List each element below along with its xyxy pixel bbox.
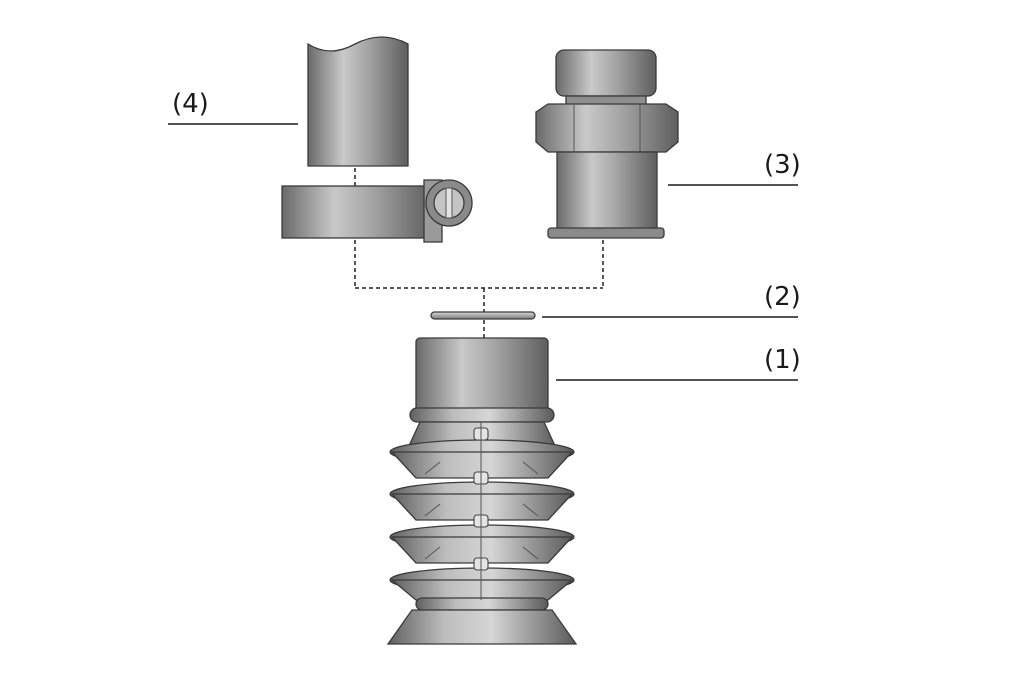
callout-4: (4) bbox=[168, 89, 298, 125]
bellow-fold-2 bbox=[389, 481, 575, 521]
callout-3: (3) bbox=[668, 150, 801, 186]
fitting-flange bbox=[547, 227, 665, 239]
fitting-cap bbox=[555, 49, 657, 97]
callout-label-4: (4) bbox=[172, 89, 209, 119]
callout-label-1: (1) bbox=[764, 345, 801, 375]
callout-label-2: (2) bbox=[764, 282, 801, 312]
assembly-guide-lines bbox=[354, 168, 604, 338]
part-2-seal-ring bbox=[430, 311, 536, 320]
fitting-body bbox=[556, 151, 658, 231]
callout-1: (1) bbox=[556, 345, 801, 381]
hex-nut bbox=[535, 103, 679, 153]
part-4-tube-clamp bbox=[281, 36, 473, 243]
callout-2: (2) bbox=[542, 282, 801, 318]
callout-label-3: (3) bbox=[764, 150, 801, 180]
part-3-fitting bbox=[535, 49, 679, 239]
clamp-ring bbox=[281, 185, 433, 239]
bellow-fold-1 bbox=[389, 439, 575, 479]
bellow-fold-3 bbox=[389, 524, 575, 564]
cup-lip bbox=[386, 609, 578, 645]
tube bbox=[307, 36, 409, 167]
bellow-fold-4 bbox=[389, 567, 575, 601]
cup-neck bbox=[415, 337, 549, 413]
part-1-bellows-cup bbox=[386, 337, 578, 645]
